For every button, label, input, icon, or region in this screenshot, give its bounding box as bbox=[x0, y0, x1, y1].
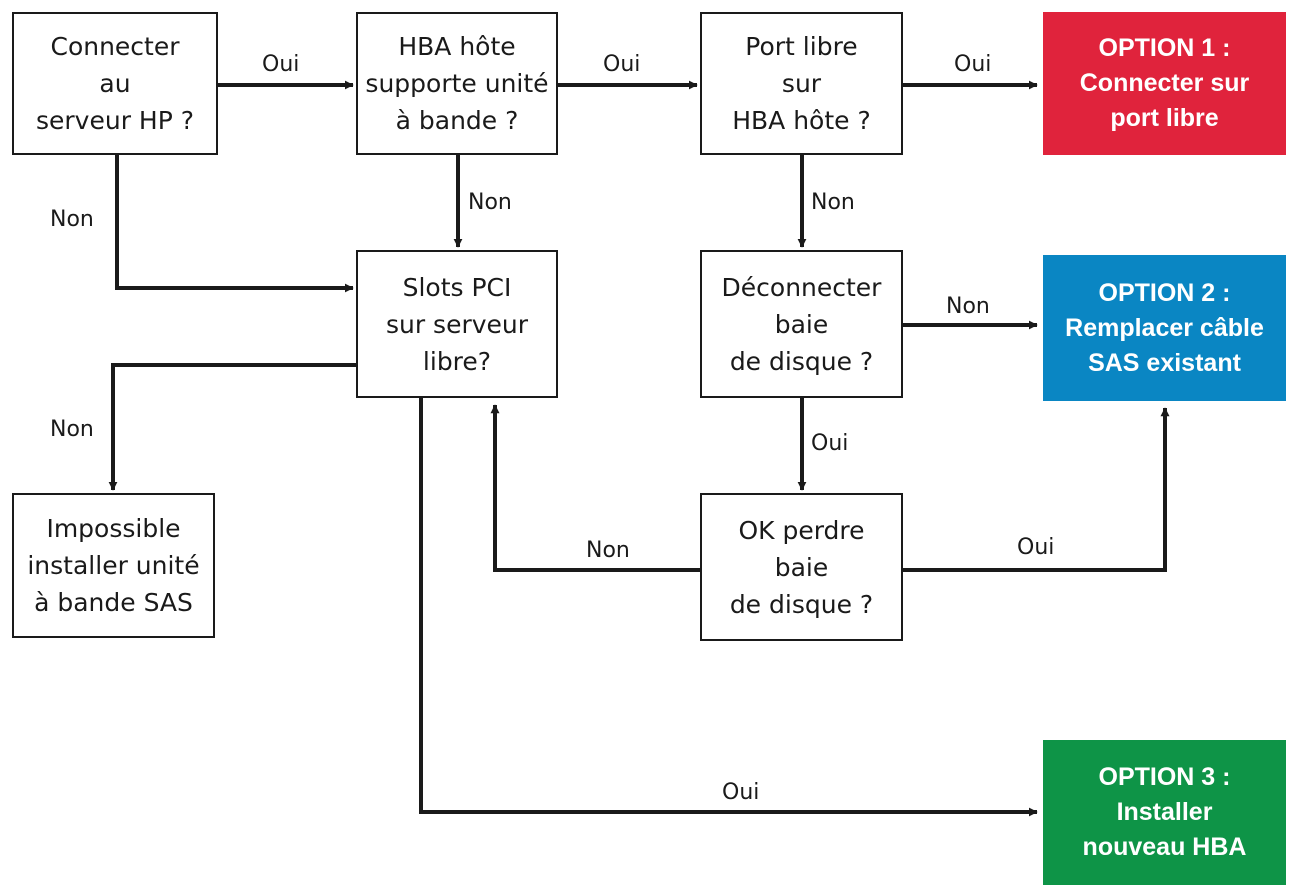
label-pci-to-option3: Oui bbox=[722, 780, 760, 805]
edge-connect-to-pci bbox=[115, 155, 354, 293]
label-port-to-disconnect: Non bbox=[811, 190, 855, 215]
node-impossible: Impossible installer unité à bande SAS bbox=[12, 493, 215, 638]
node-free-port: Port libre sur HBA hôte ? bbox=[700, 12, 903, 155]
node-hba-supports: HBA hôte supporte unité à bande ? bbox=[356, 12, 558, 155]
label-pci-to-impossible: Non bbox=[50, 417, 94, 442]
node-ok-lose-array: OK perdre baie de disque ? bbox=[700, 493, 903, 641]
edge-ok-to-option2 bbox=[903, 407, 1170, 572]
label-connect-to-pci: Non bbox=[50, 207, 94, 232]
option-1: OPTION 1 : Connecter sur port libre bbox=[1043, 12, 1286, 155]
label-disconnect-to-option2: Non bbox=[946, 294, 990, 319]
edge-pci-to-impossible bbox=[108, 363, 356, 491]
node-pci-slots: Slots PCI sur serveur libre? bbox=[356, 250, 558, 398]
node-connect-server: Connecter au serveur HP ? bbox=[12, 12, 218, 155]
edge-ok-to-pci bbox=[490, 404, 700, 572]
node-disconnect-array: Déconnecter baie de disque ? bbox=[700, 250, 903, 398]
label-connect-to-hba: Oui bbox=[262, 52, 300, 77]
label-disconnect-to-ok: Oui bbox=[811, 431, 849, 456]
label-port-to-option1: Oui bbox=[954, 52, 992, 77]
option-3: OPTION 3 : Installer nouveau HBA bbox=[1043, 740, 1286, 885]
label-ok-to-option2: Oui bbox=[1017, 535, 1055, 560]
label-hba-to-pci: Non bbox=[468, 190, 512, 215]
edge-pci-to-option3 bbox=[419, 398, 1038, 817]
label-ok-to-pci: Non bbox=[586, 538, 630, 563]
label-hba-to-port: Oui bbox=[603, 52, 641, 77]
option-2: OPTION 2 : Remplacer câble SAS existant bbox=[1043, 255, 1286, 401]
